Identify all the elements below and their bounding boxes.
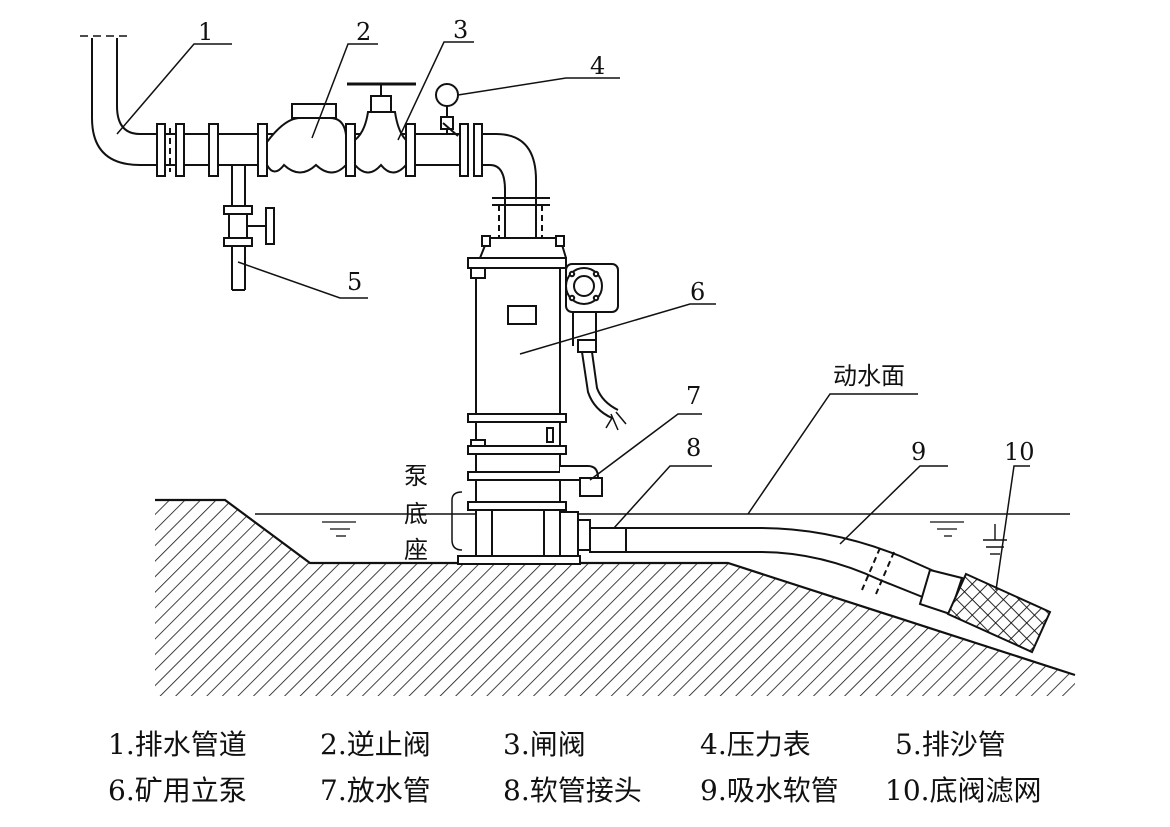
legend-item-7: 7.放水管 <box>320 774 431 807</box>
legend-item-4: 4.压力表 <box>700 728 811 761</box>
legend-item-8: 8.软管接头 <box>503 774 642 807</box>
callout-10: 10 <box>1004 438 1035 466</box>
ground-hatch <box>155 500 1075 705</box>
callout-1: 1 <box>198 18 213 46</box>
water-symbol-left <box>322 521 356 537</box>
ground <box>150 498 1080 710</box>
legend: 1.排水管道 2.逆止阀 3.闸阀 4.压力表 5.排沙管 6.矿用立泵 7.放… <box>0 728 1170 823</box>
pump-base-label-1: 泵 <box>404 462 428 490</box>
hose-coupling <box>589 527 627 553</box>
gate-valve <box>347 82 416 174</box>
pump-installation-diagram: 1 2 3 4 5 6 7 8 9 10 动水面 泵 底 座 <box>80 16 1080 710</box>
legend-item-10: 10.底阀滤网 <box>885 774 1042 807</box>
pump-base-label-2: 底 <box>404 500 428 528</box>
callout-numbers: 1 2 3 4 5 6 7 8 9 10 <box>198 16 1035 466</box>
suction-hose <box>626 527 946 601</box>
water-symbol-right <box>930 521 964 537</box>
callout-7: 7 <box>686 382 701 410</box>
foot-valve-strainer <box>918 568 1052 654</box>
legend-item-5: 5.排沙管 <box>895 728 1006 761</box>
ground-surface-line <box>155 498 1076 677</box>
pump-base-label-3: 座 <box>404 536 428 564</box>
legend-item-9: 9.吸水软管 <box>700 774 839 807</box>
legend-item-2: 2.逆止阀 <box>320 728 431 761</box>
sand-discharge-pipe <box>223 165 275 291</box>
drain-pipe <box>560 465 603 497</box>
legend-item-3: 3.闸阀 <box>503 728 586 761</box>
callout-3: 3 <box>453 16 468 44</box>
water-surface <box>255 513 1070 555</box>
callout-4: 4 <box>590 52 605 80</box>
pressure-gauge <box>435 83 459 137</box>
callout-5: 5 <box>347 268 362 296</box>
leader-lines <box>116 41 1030 591</box>
water-level-label: 动水面 <box>833 362 905 390</box>
check-valve <box>266 103 347 174</box>
callout-2: 2 <box>356 18 371 46</box>
diagram-labels: 动水面 泵 底 座 <box>404 362 905 564</box>
callout-6: 6 <box>690 278 705 306</box>
callout-9: 9 <box>911 438 926 466</box>
legend-item-6: 6.矿用立泵 <box>108 774 247 807</box>
mine-vertical-pump <box>457 235 627 565</box>
callout-8: 8 <box>686 434 701 462</box>
legend-item-1: 1.排水管道 <box>108 728 247 761</box>
